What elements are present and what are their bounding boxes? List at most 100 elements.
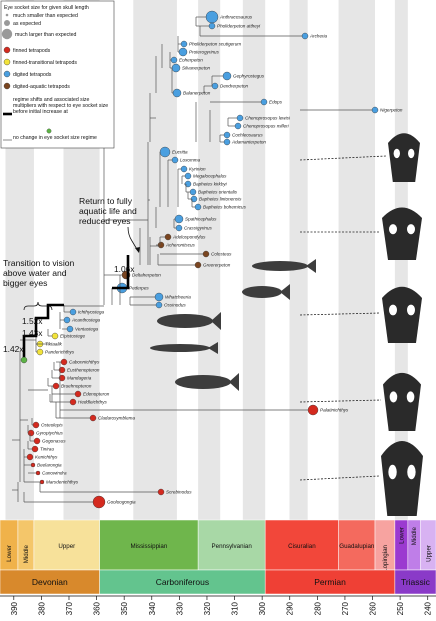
taxon-marker — [178, 47, 188, 57]
taxon-marker — [194, 203, 202, 211]
taxon-marker — [33, 437, 41, 445]
time-tick-label: 350 — [120, 601, 129, 615]
taxon-marker — [35, 470, 41, 476]
taxon-label: Pederpes — [129, 286, 149, 291]
taxon-label: Archeria — [309, 34, 328, 39]
time-tick-label: 240 — [424, 601, 433, 615]
legend-size-large: much larger than expected — [15, 32, 77, 38]
taxon-marker — [58, 374, 66, 382]
legend-transitional: finned-transitional tetrapods — [13, 60, 77, 66]
legend-no-change-wrap: no change in eye socket size regime — [13, 135, 97, 141]
taxon-label: Nigerpeton — [380, 108, 403, 113]
taxon-marker — [174, 214, 184, 224]
legend-digited: digited tetrapods — [13, 72, 52, 78]
taxon-marker — [92, 495, 106, 509]
epoch-label: Pennsylvanian — [212, 543, 253, 550]
taxon-marker — [170, 56, 178, 64]
taxon-label: Eucritta — [172, 150, 188, 155]
taxon-marker — [69, 398, 77, 406]
skull-drawing — [381, 441, 423, 516]
taxon-label: Dendrerpeton — [220, 84, 249, 89]
skull-orbit — [407, 464, 416, 480]
regime-shift-branch — [22, 303, 64, 360]
taxon-label: Gooloogongia — [107, 500, 136, 505]
taxon-marker — [32, 421, 40, 429]
skull-orbit — [388, 464, 397, 480]
taxon-marker — [66, 325, 74, 333]
epoch-label: Upper — [425, 545, 432, 562]
taxon-label: Baphetes bohemicus — [203, 205, 247, 210]
taxon-label: Chenoprosopus lewisi — [245, 116, 291, 121]
taxon-label: Megalocephalus — [193, 174, 227, 179]
taxon-label: Ichthyostega — [78, 310, 104, 315]
skull-orbit — [393, 148, 400, 159]
legend-no-change-note: no change in eye socket size regime — [13, 135, 97, 141]
taxon-label: Baphetes kirkbyi — [193, 182, 228, 187]
taxon-marker — [180, 165, 188, 173]
shift-origin-marker — [46, 128, 52, 134]
taxon-label: Cochleosaurus — [232, 133, 263, 138]
taxon-marker — [60, 358, 68, 366]
transition-brace — [23, 301, 53, 311]
animal-silhouette — [242, 286, 282, 298]
taxon-label: Elpistostege — [60, 334, 85, 339]
skull-leader-line — [299, 475, 380, 481]
taxon-label: Cabonnichthys — [69, 360, 100, 365]
time-tick-label: 290 — [286, 601, 295, 615]
multiplier-1-42: 1.42x — [3, 344, 24, 354]
taxon-marker — [89, 414, 97, 422]
skull-orbit — [407, 304, 415, 316]
animal-silhouette — [252, 261, 308, 271]
legend-shift-note-wrap: regime shifts and associated size multip… — [13, 97, 108, 115]
time-tick-label: 270 — [341, 601, 350, 615]
taxon-label: Beelarongia — [37, 463, 62, 468]
period-label: Permian — [314, 577, 346, 587]
multiplier-1-06: 1.06x — [114, 264, 135, 274]
taxon-label: Marsdenichthys — [46, 480, 79, 485]
epoch-label: Lower — [398, 527, 405, 544]
period-cell — [264, 569, 396, 595]
taxon-label: Palatinichthys — [320, 408, 349, 413]
time-tick-label: 300 — [258, 601, 267, 615]
taxon-label: Chenoprosopus milleri — [243, 124, 290, 129]
taxon-marker — [30, 462, 36, 468]
regime-shift-branch — [112, 255, 130, 290]
skull-orbit — [407, 224, 415, 235]
taxon-marker — [154, 292, 164, 302]
shift-origin-node — [20, 356, 28, 364]
taxon-marker — [69, 308, 77, 316]
taxon-label: Whatcheeria — [165, 295, 191, 300]
taxon-marker — [171, 63, 181, 73]
epoch-cell — [264, 519, 339, 571]
time-tick-label: 340 — [148, 601, 157, 615]
taxon-label: Gyroptychius — [36, 431, 64, 436]
taxon-marker — [190, 195, 198, 203]
period-cell — [99, 569, 266, 595]
return-annotation-wrap: Return to fully aquatic life and reduced… — [79, 196, 137, 226]
size-small-marker — [5, 13, 9, 17]
taxon-marker — [155, 301, 163, 309]
time-tick-label: 310 — [231, 601, 240, 615]
taxon-marker — [194, 261, 202, 269]
taxon-label: Greererpeton — [203, 263, 231, 268]
taxon-label: Adelospondylus — [172, 235, 206, 240]
legend-title: Eye socket size for given skull length — [4, 5, 89, 11]
epoch-label: Middle — [23, 544, 30, 563]
animal-tail — [229, 373, 239, 391]
legend: Eye socket size for given skull length m… — [0, 0, 115, 149]
multiplier-1-52: 1.52x — [22, 316, 43, 326]
taxon-marker — [211, 82, 219, 90]
taxon-marker — [260, 98, 268, 106]
animal-tail — [280, 284, 290, 300]
taxon-label: Loxomma — [180, 158, 201, 163]
taxon-marker — [234, 122, 242, 130]
period-cell — [394, 569, 436, 595]
epoch-label: Guadalupian — [339, 543, 375, 550]
taxon-label: Tiktaalik — [45, 342, 63, 347]
taxon-label: Gephyrostegus — [233, 74, 265, 79]
animal-reconstructions — [150, 259, 316, 391]
time-band — [242, 0, 266, 520]
taxon-marker — [27, 429, 35, 437]
skull-orbit — [408, 148, 415, 159]
